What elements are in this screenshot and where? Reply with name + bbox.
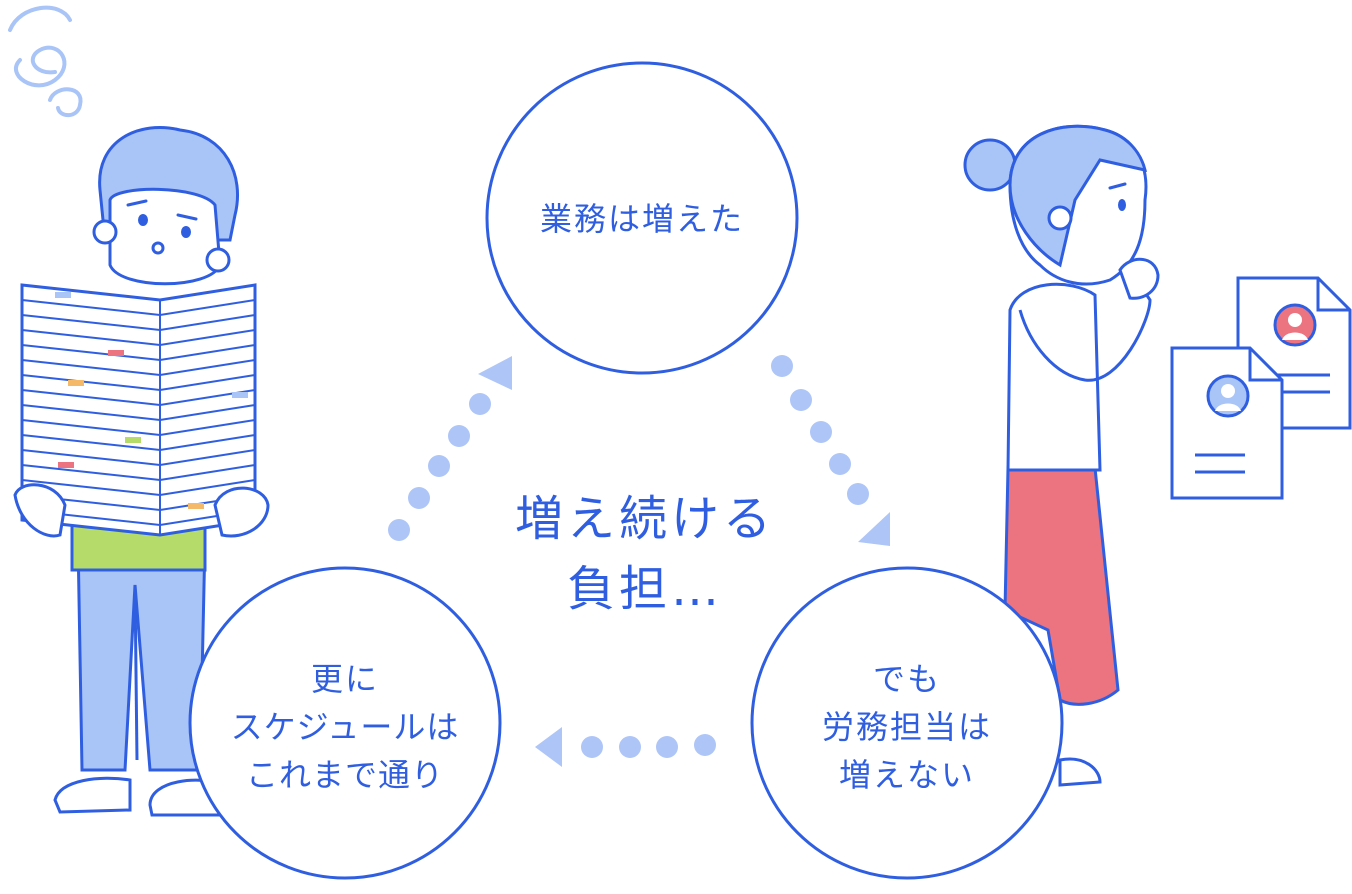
cycle-node-left-line-2: スケジュールは <box>231 708 460 746</box>
cycle-node-left-line-1: 更に <box>311 660 379 698</box>
cycle-arrow-left-to-top <box>388 356 512 541</box>
dizzy-scribble-icon <box>8 5 83 118</box>
arrowhead-icon <box>535 727 562 767</box>
worried-woman-illustration <box>963 124 1352 787</box>
resume-documents-icon <box>1170 276 1352 500</box>
cycle-node-top: 業務は増えた <box>485 61 799 375</box>
cycle-arrow-right-to-left <box>535 727 716 767</box>
center-label-line-2: 負担… <box>567 561 723 617</box>
stressed-man-illustration <box>8 5 270 817</box>
paper-stack-icon <box>20 283 257 537</box>
arrowhead-icon <box>478 356 512 390</box>
cycle-center-label: 増え続ける 負担… <box>515 491 775 617</box>
cycle-node-left-line-3: これまで通り <box>246 756 444 794</box>
cycle-node-right-line-2: 労務担当は <box>822 708 992 746</box>
cycle-node-left: 更に スケジュールは これまで通り <box>188 566 502 880</box>
cycle-node-right-line-3: 増えない <box>839 756 975 794</box>
cycle-node-right-line-1: でも <box>873 660 941 698</box>
cycle-arrow-top-to-right <box>771 355 890 546</box>
center-label-line-1: 増え続ける <box>515 491 775 547</box>
cycle-node-top-line-1: 業務は増えた <box>540 200 744 238</box>
arrowhead-icon <box>858 512 890 546</box>
cycle-node-right: でも 労務担当は 増えない <box>750 566 1064 880</box>
